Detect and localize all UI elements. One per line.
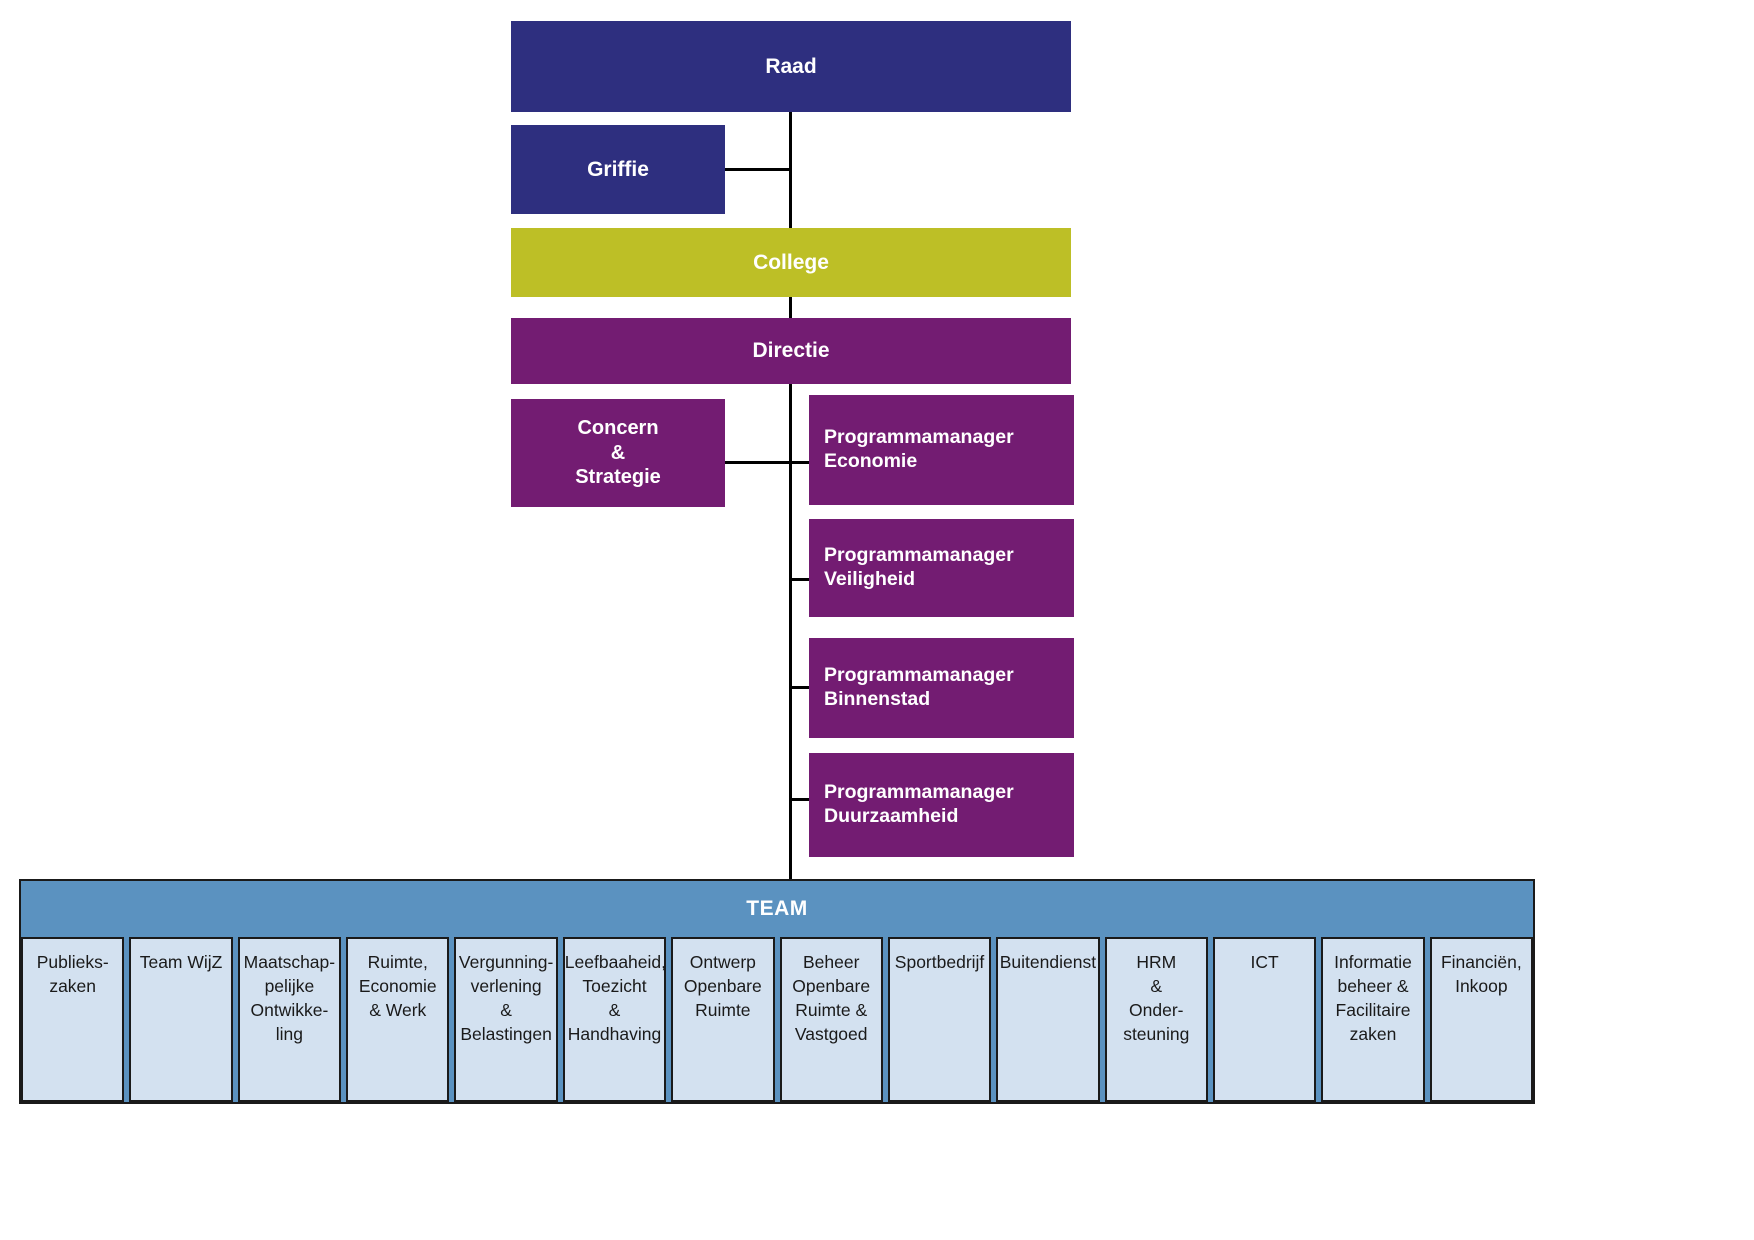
- connector-directie-spine: [789, 384, 792, 896]
- node-programmamanager-veiligheid[interactable]: Programmamanager Veiligheid: [809, 519, 1074, 617]
- connector-college-to-directie: [789, 297, 792, 320]
- team-box[interactable]: Team WijZ: [129, 937, 233, 1102]
- connector-concern-branch: [725, 461, 791, 464]
- node-concern-strategie[interactable]: Concern & Strategie: [511, 399, 725, 507]
- team-box[interactable]: Ontwerp Openbare Ruimte: [671, 937, 775, 1102]
- node-directie[interactable]: Directie: [511, 318, 1071, 384]
- node-programmamanager-binnenstad[interactable]: Programmamanager Binnenstad: [809, 638, 1074, 738]
- node-programmamanager-duurzaamheid[interactable]: Programmamanager Duurzaamheid: [809, 753, 1074, 857]
- team-box[interactable]: Beheer Openbare Ruimte & Vastgoed: [779, 937, 883, 1102]
- team-box[interactable]: Sportbedrijf: [887, 937, 992, 1102]
- team-box[interactable]: Informatie beheer & Facilitaire zaken: [1321, 937, 1425, 1102]
- team-header-label: TEAM: [21, 881, 1533, 937]
- connector-pm-economie-branch: [789, 461, 811, 464]
- team-box[interactable]: Leefbaaheid, Toezicht & Handhaving: [562, 937, 667, 1102]
- team-box[interactable]: Maatschap- pelijke Ontwikke- ling: [237, 937, 342, 1102]
- node-college[interactable]: College: [511, 228, 1071, 297]
- connector-pm-veiligheid-branch: [789, 578, 811, 581]
- team-box[interactable]: Vergunning- verlening & Belastingen: [454, 937, 558, 1102]
- connector-griffie-to-spine: [725, 168, 791, 171]
- node-raad[interactable]: Raad: [511, 21, 1071, 112]
- team-box[interactable]: Financiën, Inkoop: [1429, 937, 1534, 1102]
- team-box[interactable]: ICT: [1212, 937, 1317, 1102]
- connector-raad-to-college: [789, 112, 792, 230]
- node-programmamanager-economie[interactable]: Programmamanager Economie: [809, 395, 1074, 505]
- team-box[interactable]: Publieks- zaken: [21, 937, 125, 1102]
- connector-pm-duurzaamheid-branch: [789, 798, 811, 801]
- team-box[interactable]: HRM & Onder- steuning: [1104, 937, 1208, 1102]
- team-box[interactable]: Buitendienst: [996, 937, 1100, 1102]
- team-box[interactable]: Ruimte, Economie & Werk: [346, 937, 450, 1102]
- node-griffie[interactable]: Griffie: [511, 125, 725, 214]
- connector-pm-binnenstad-branch: [789, 686, 811, 689]
